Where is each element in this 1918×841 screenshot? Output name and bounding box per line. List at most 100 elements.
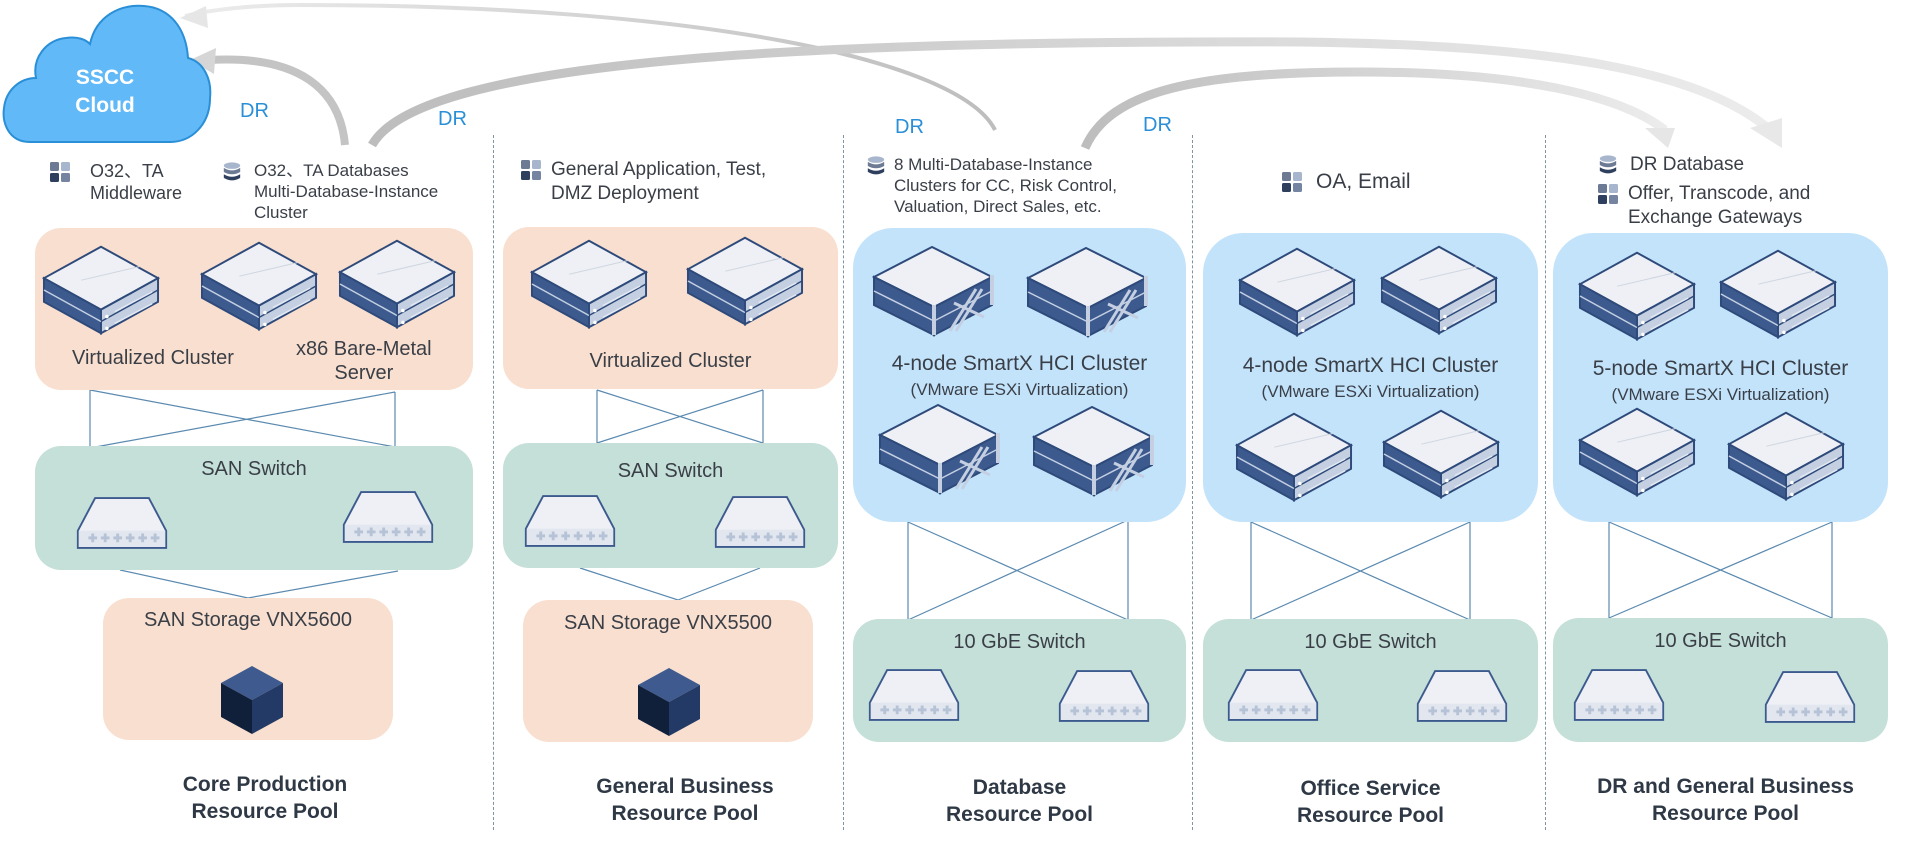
pool-title: General Business Resource Pool bbox=[535, 773, 835, 827]
switch-icon bbox=[712, 495, 808, 549]
switch-label: 10 GbE Switch bbox=[1654, 630, 1787, 652]
storage-label: SAN Storage VNX5500 bbox=[564, 612, 772, 634]
pool-divider bbox=[843, 135, 844, 830]
compute-label-line: Server bbox=[334, 362, 394, 384]
storage-label: SAN Storage VNX5600 bbox=[144, 609, 352, 631]
pool-divider bbox=[493, 135, 494, 830]
pool-title-line: Resource Pool bbox=[191, 800, 339, 823]
service-line: General Application, Test, bbox=[551, 159, 767, 180]
server-icon bbox=[42, 244, 160, 336]
server-icon bbox=[1578, 406, 1696, 498]
cloud-icon bbox=[2, 4, 212, 143]
compute-label-line: x86 Bare-Metal bbox=[296, 338, 432, 360]
link bbox=[1250, 521, 1471, 621]
hci-label: 4-node SmartX HCI Cluster bbox=[891, 352, 1148, 375]
pool-title-line: Resource Pool bbox=[1296, 804, 1445, 827]
pool-title-line: Resource Pool bbox=[1651, 802, 1800, 825]
database-icon bbox=[866, 156, 886, 176]
pool-title: Office Service Resource Pool bbox=[1203, 775, 1538, 829]
storage-cube-icon bbox=[219, 664, 285, 736]
server-icon bbox=[1382, 408, 1500, 500]
dr-arrow-db-to-dr bbox=[1080, 67, 1668, 150]
pool-title-line: General Business bbox=[596, 775, 774, 798]
compute-label: x86 Bare-Metal Server bbox=[296, 337, 432, 385]
hci-server-icon bbox=[1026, 246, 1150, 338]
link bbox=[119, 569, 399, 599]
server-icon bbox=[1727, 410, 1845, 502]
sscc-cloud bbox=[2, 4, 212, 143]
service-line: O32、TA Databases bbox=[254, 161, 409, 180]
pool-title-line: DR and General Business bbox=[1597, 775, 1854, 798]
hci-server-icon bbox=[1032, 405, 1156, 497]
server-icon bbox=[686, 235, 804, 327]
link bbox=[1608, 521, 1833, 619]
service-line: Valuation, Direct Sales, etc. bbox=[894, 197, 1102, 216]
dr-label: DR bbox=[895, 116, 924, 138]
service-line: Multi-Database-Instance bbox=[254, 182, 439, 201]
hci-sublabel: (VMware ESXi Virtualization) bbox=[910, 380, 1129, 399]
dr-arrow-head bbox=[1750, 118, 1782, 148]
service-line: Cluster bbox=[254, 203, 308, 222]
server-icon bbox=[1235, 411, 1353, 503]
database-icon bbox=[222, 162, 242, 182]
dr-arrow-core-to-dr bbox=[368, 37, 1773, 148]
service-line: Clusters for CC, Risk Control, bbox=[894, 176, 1117, 195]
hci-server-icon bbox=[872, 245, 996, 337]
app-grid-icon bbox=[521, 160, 541, 180]
link bbox=[596, 389, 764, 444]
app-grid-icon bbox=[50, 162, 70, 182]
link bbox=[89, 389, 396, 449]
hci-sublabel: (VMware ESXi Virtualization) bbox=[1611, 385, 1830, 404]
service-line: Offer, Transcode, and bbox=[1628, 183, 1811, 204]
pool-divider bbox=[1192, 135, 1193, 830]
link bbox=[907, 519, 1129, 621]
dr-arrow-head bbox=[1645, 128, 1675, 148]
switch-label: 10 GbE Switch bbox=[1304, 631, 1437, 653]
dr-label: DR bbox=[1143, 114, 1172, 136]
server-icon bbox=[1719, 248, 1837, 340]
server-icon bbox=[1238, 246, 1356, 338]
switch-label: 10 GbE Switch bbox=[953, 631, 1086, 653]
service-line: Exchange Gateways bbox=[1628, 207, 1803, 228]
switch-label: SAN Switch bbox=[617, 460, 724, 482]
hci-label: 4-node SmartX HCI Cluster bbox=[1242, 354, 1499, 377]
switch-label: SAN Switch bbox=[201, 458, 307, 480]
switch-icon bbox=[522, 494, 618, 548]
server-icon bbox=[200, 240, 318, 332]
service-line: DR Database bbox=[1630, 154, 1745, 175]
cloud-label-line1: SSCC bbox=[75, 66, 135, 89]
link bbox=[579, 567, 761, 601]
switch-icon bbox=[1056, 669, 1152, 723]
dr-label: DR bbox=[240, 100, 269, 122]
pool-title: Database Resource Pool bbox=[853, 774, 1186, 828]
server-icon bbox=[338, 238, 456, 330]
server-icon bbox=[1578, 250, 1696, 342]
hci-sublabel: (VMware ESXi Virtualization) bbox=[1261, 382, 1480, 401]
compute-label: Virtualized Cluster bbox=[72, 347, 234, 369]
pool-title-line: Core Production bbox=[182, 773, 348, 796]
server-icon bbox=[530, 238, 648, 330]
pool-divider bbox=[1545, 135, 1546, 830]
pool-title-line: Resource Pool bbox=[611, 802, 759, 825]
database-icon bbox=[1598, 155, 1618, 175]
cloud-label-line2: Cloud bbox=[75, 94, 135, 117]
switch-icon bbox=[1762, 670, 1858, 724]
storage-cube-icon bbox=[636, 666, 702, 738]
hci-label: 5-node SmartX HCI Cluster bbox=[1592, 357, 1849, 380]
server-icon bbox=[1380, 244, 1498, 336]
dr-arrow-db-to-cloud bbox=[184, 2, 997, 131]
switch-icon bbox=[1225, 668, 1321, 722]
service-line: DMZ Deployment bbox=[551, 183, 699, 204]
app-grid-icon bbox=[1598, 184, 1618, 204]
dr-label: DR bbox=[438, 108, 467, 130]
pool-title: DR and General Business Resource Pool bbox=[1553, 773, 1898, 827]
pool-title-line: Office Service bbox=[1300, 777, 1441, 800]
compute-label: Virtualized Cluster bbox=[589, 350, 752, 372]
switch-icon bbox=[74, 496, 170, 550]
switch-icon bbox=[340, 490, 436, 544]
app-grid-icon bbox=[1282, 172, 1302, 192]
service-line: 8 Multi-Database-Instance bbox=[894, 155, 1093, 174]
pool-title-line: Resource Pool bbox=[945, 803, 1094, 826]
cloud-label: SSCC Cloud bbox=[40, 64, 170, 120]
switch-icon bbox=[1414, 669, 1510, 723]
